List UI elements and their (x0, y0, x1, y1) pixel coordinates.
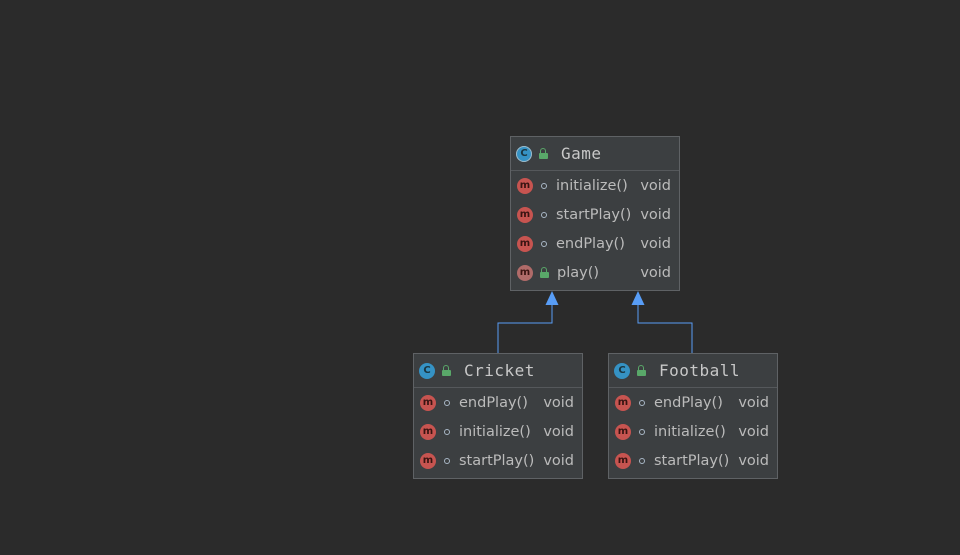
method-name: startPlay() (654, 452, 730, 469)
package-visibility-icon (541, 211, 547, 218)
public-visibility-icon (539, 267, 550, 278)
package-visibility-icon (444, 457, 450, 464)
class-node-football[interactable]: C Football m endPlay() void m initialize… (608, 353, 778, 479)
package-visibility-icon (444, 399, 450, 406)
method-icon: m (517, 206, 533, 223)
method-return-type: void (543, 452, 574, 469)
method-name: play() (557, 264, 600, 281)
package-visibility-icon (639, 428, 645, 435)
method-row[interactable]: m startPlay() void (511, 200, 679, 229)
class-icon: C (614, 362, 630, 379)
method-name: startPlay() (556, 206, 632, 223)
class-icon: C (419, 362, 435, 379)
edge-football-to-game (637, 304, 693, 353)
edge-cricket-arrowhead (545, 291, 559, 305)
package-visibility-icon (639, 457, 645, 464)
public-visibility-icon (441, 365, 452, 376)
method-name: initialize() (459, 423, 531, 440)
class-header: C Game (511, 137, 679, 171)
method-return-type: void (543, 423, 574, 440)
method-name: endPlay() (654, 394, 723, 411)
edge-football-arrowhead (631, 291, 645, 305)
class-name: Game (561, 144, 602, 163)
method-return-type: void (738, 452, 769, 469)
method-icon: m (615, 423, 631, 440)
method-icon: m (517, 264, 533, 281)
method-icon: m (420, 394, 436, 411)
abstract-class-icon: C (516, 145, 532, 162)
method-return-type: void (738, 394, 769, 411)
package-visibility-icon (541, 240, 547, 247)
method-row[interactable]: m endPlay() void (609, 388, 777, 417)
method-icon: m (517, 235, 533, 252)
method-icon: m (615, 452, 631, 469)
method-return-type: void (543, 394, 574, 411)
package-visibility-icon (444, 428, 450, 435)
class-name: Football (659, 361, 741, 380)
class-node-cricket[interactable]: C Cricket m endPlay() void m initialize(… (413, 353, 583, 479)
method-icon: m (420, 452, 436, 469)
method-return-type: void (640, 235, 671, 252)
method-icon: m (615, 394, 631, 411)
method-row[interactable]: m initialize() void (414, 417, 582, 446)
method-return-type: void (640, 177, 671, 194)
class-name: Cricket (464, 361, 535, 380)
method-return-type: void (738, 423, 769, 440)
method-return-type: void (640, 264, 671, 281)
method-icon: m (420, 423, 436, 440)
method-row[interactable]: m startPlay() void (609, 446, 777, 475)
method-row[interactable]: m initialize() void (609, 417, 777, 446)
edge-cricket-to-game (497, 304, 553, 353)
method-row[interactable]: m startPlay() void (414, 446, 582, 475)
method-name: initialize() (556, 177, 628, 194)
class-node-game[interactable]: C Game m initialize() void m startPlay()… (510, 136, 680, 291)
method-return-type: void (640, 206, 671, 223)
method-icon: m (517, 177, 533, 194)
method-row[interactable]: m initialize() void (511, 171, 679, 200)
method-name: startPlay() (459, 452, 535, 469)
method-name: endPlay() (556, 235, 625, 252)
package-visibility-icon (639, 399, 645, 406)
class-header: C Football (609, 354, 777, 388)
public-visibility-icon (538, 148, 549, 159)
method-name: endPlay() (459, 394, 528, 411)
method-row[interactable]: m play() void (511, 258, 679, 287)
class-header: C Cricket (414, 354, 582, 388)
public-visibility-icon (636, 365, 647, 376)
package-visibility-icon (541, 182, 547, 189)
method-row[interactable]: m endPlay() void (414, 388, 582, 417)
method-row[interactable]: m endPlay() void (511, 229, 679, 258)
method-name: initialize() (654, 423, 726, 440)
